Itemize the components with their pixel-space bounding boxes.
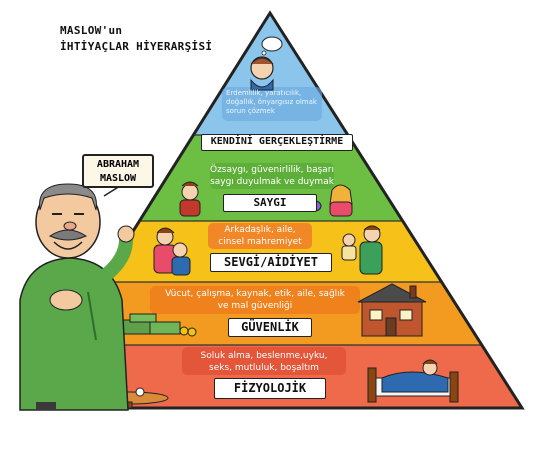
esteem-description-line2: saygı duyulmak ve duymak [210, 177, 334, 187]
safety-description-line1: Vücut, çalışma, kaynak, etik, aile, sağl… [165, 289, 345, 299]
safety-description: Vücut, çalışma, kaynak, etik, aile, sağl… [146, 288, 364, 312]
physiological-description: Soluk alma, beslenme,uyku, seks, mutlulu… [180, 350, 348, 374]
safety-description-line2: ve mal güvenliği [217, 301, 293, 311]
money-icon [117, 313, 197, 337]
thinking-person-icon [250, 36, 283, 91]
maslow-name-line2: MASLOW [99, 173, 137, 184]
maslow-name-line1: ABRAHAM [96, 159, 140, 170]
physiological-description-line1: Soluk alma, beslenme,uyku, [200, 351, 328, 361]
esteem-label: SAYGI [223, 194, 317, 212]
family-icon [153, 225, 383, 276]
physiological-description-line2: seks, mutluluk, boşaltım [209, 363, 319, 373]
love-description-line1: Arkadaşlık, aile, [224, 225, 296, 235]
love-description-line2: cinsel mahremiyet [218, 237, 302, 247]
diagram-title-line1: MASLOW'un [60, 24, 123, 37]
self-actualization-description: Erdemlilik, yaratıcılık, doğallık, önyar… [226, 89, 317, 115]
esteem-description: Özsaygı, güvenirlilik, başarı saygı duyu… [206, 164, 338, 188]
safety-label: GÜVENLİK [228, 318, 312, 337]
maslow-figure [19, 183, 135, 411]
self-actualization-label: KENDİNİ GERÇEKLEŞTİRME [201, 134, 353, 151]
esteem-description-line1: Özsaygı, güvenirlilik, başarı [209, 165, 335, 175]
physiological-label: FİZYOLOJİK [214, 378, 326, 399]
maslow-name-note: ABRAHAM MASLOW [82, 154, 154, 188]
diagram-title-line2: İHTİYAÇLAR HİYERARŞİSİ [60, 40, 213, 53]
love-belonging-label: SEVGİ/AİDİYET [210, 253, 332, 272]
house-icon [357, 283, 427, 337]
love-description: Arkadaşlık, aile, cinsel mahremiyet [206, 224, 314, 248]
esteem-people-icon [179, 181, 353, 217]
bed-icon [367, 359, 459, 403]
